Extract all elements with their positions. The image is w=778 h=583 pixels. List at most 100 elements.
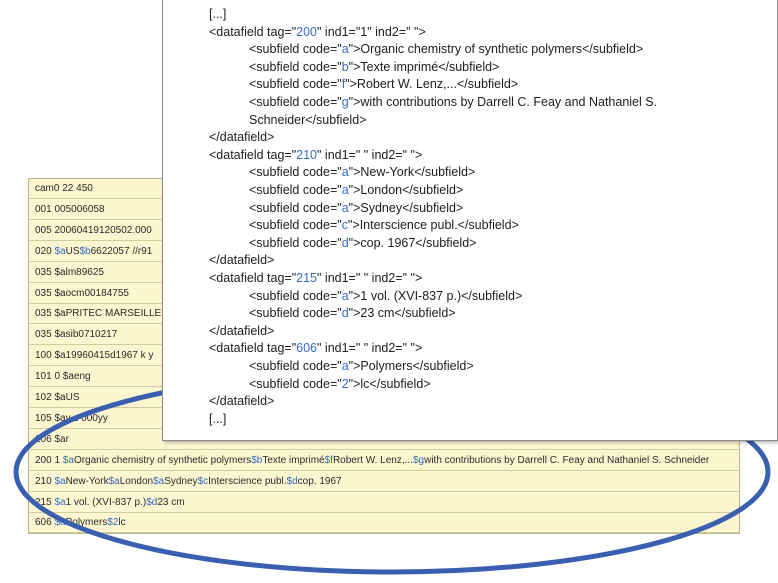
- marc-text: 215: [35, 496, 55, 508]
- xml-line: <datafield tag="606" ind1=" " ind2=" ">: [209, 340, 422, 356]
- xml-text: </datafield>: [209, 394, 275, 409]
- marc-subfield-code: $b: [79, 245, 91, 257]
- marc-subfield-code: $c: [197, 475, 209, 487]
- marc-text: eng: [73, 371, 91, 383]
- marc-text: 23 cm: [157, 496, 185, 508]
- marc-subfield-code: $d: [146, 496, 158, 508]
- marc-text: lm89625: [65, 266, 104, 278]
- marc-text: London: [119, 475, 154, 487]
- xml-text: ">lc</subfield>: [348, 376, 431, 391]
- marc-text: 606: [35, 517, 55, 529]
- marc-text: 210: [35, 475, 55, 487]
- marc-text: 106: [35, 433, 55, 445]
- marc-text: $a: [54, 329, 66, 341]
- marc-text: Organic chemistry of synthetic polymers: [73, 454, 252, 466]
- xml-text: ">1 vol. (XVI-837 p.)</subfield>: [348, 288, 523, 303]
- xml-line: </datafield>: [209, 393, 274, 409]
- xml-line: <subfield code="g">with contributions by…: [249, 94, 657, 110]
- xml-line: <subfield code="c">Interscience publ.</s…: [249, 217, 519, 233]
- marc-text: 020: [35, 245, 55, 257]
- marc-text: 19960415d1967 k y: [65, 350, 154, 362]
- marc-text: 1 vol. (XVI-837 p.): [65, 496, 147, 508]
- xml-text: " ind1="1" ind2=" ">: [317, 24, 426, 39]
- marc-text: $a: [54, 392, 66, 403]
- marc-row: 606 $aPolymers$2lc: [29, 513, 739, 534]
- marc-text: lc: [118, 517, 126, 529]
- xml-text: ">23 cm</subfield>: [348, 306, 456, 321]
- xml-value-highlight: a: [341, 359, 349, 373]
- marc-text: 101 0: [35, 371, 63, 383]
- xml-text: <subfield code=": [249, 288, 342, 303]
- marc-text: $a: [54, 350, 66, 362]
- xml-value-highlight: a: [341, 200, 349, 215]
- xml-line: [...]: [209, 6, 226, 22]
- xml-text: [...]: [209, 7, 227, 21]
- xml-text: <subfield code=": [249, 359, 342, 373]
- xml-text: ">Organic chemistry of synthetic polymer…: [348, 42, 644, 57]
- xml-value-highlight: d: [341, 306, 349, 321]
- xml-text: <subfield code=": [249, 306, 342, 321]
- marc-text: Texte imprimé: [262, 454, 325, 466]
- marc-text: Sydney: [164, 475, 198, 487]
- xml-text: <subfield code=": [249, 235, 342, 250]
- marc-text: $a: [62, 371, 74, 383]
- marc-subfield-code: $g: [412, 454, 425, 466]
- marc-text: Polymers: [65, 517, 108, 529]
- marc-subfield-code: $a: [54, 496, 66, 508]
- xml-text: <datafield tag=": [209, 341, 297, 356]
- xml-text: ">Polymers</subfield>: [348, 359, 474, 373]
- marc-text: $a: [54, 412, 66, 424]
- marc-text: 035: [35, 287, 55, 299]
- xml-text: Schneider</subfield>: [249, 112, 367, 127]
- marc-text: with contributions by Darrell C. Feay an…: [424, 454, 710, 466]
- marc-subfield-code: $a: [54, 475, 66, 487]
- xml-value-highlight: 2: [341, 376, 349, 391]
- xml-text: <subfield code=": [249, 183, 342, 197]
- marc-subfield-code: $b: [251, 454, 263, 466]
- xml-value-highlight: b: [341, 59, 349, 74]
- marc-text: $a: [54, 308, 66, 320]
- marc-text: r: [65, 433, 69, 445]
- xml-value-highlight: 606: [296, 341, 318, 356]
- xml-line: <subfield code="d">cop. 1967</subfield>: [249, 235, 476, 251]
- xml-value-highlight: d: [341, 235, 349, 250]
- xml-line: </datafield>: [209, 323, 274, 339]
- xml-text: <subfield code=": [249, 200, 342, 215]
- xml-text: ">Texte imprimé</subfield>: [348, 59, 500, 74]
- marc-text: y z 000yy: [65, 412, 108, 424]
- xml-text: <datafield tag=": [209, 24, 297, 39]
- xml-line: <datafield tag="200" ind1="1" ind2=" ">: [209, 24, 426, 40]
- marc-text: 100: [35, 350, 55, 362]
- marc-text: cop. 1967: [297, 475, 342, 487]
- marc-text: cam0 22 450: [35, 183, 93, 194]
- marc-row: 200 1 $aOrganic chemistry of synthetic p…: [29, 451, 739, 471]
- xml-value-highlight: g: [341, 95, 349, 109]
- marc-text: Interscience publ.: [208, 475, 287, 487]
- marc-text: ocm00184755: [65, 287, 129, 299]
- xml-text: <subfield code=": [249, 218, 342, 233]
- marc-text: 035: [35, 329, 55, 341]
- marc-text: sib0710217: [65, 329, 118, 341]
- xml-value-highlight: 200: [296, 24, 318, 39]
- xml-line: <subfield code="b">Texte imprimé</subfie…: [249, 59, 499, 75]
- xml-text: [...]: [209, 411, 227, 426]
- xml-text: ">Sydney</subfield>: [348, 200, 464, 215]
- xml-text: </datafield>: [209, 130, 275, 145]
- xml-value-highlight: a: [341, 42, 349, 57]
- xml-text: </datafield>: [209, 323, 275, 338]
- marc-text: 200 1: [35, 454, 63, 466]
- xml-line: <subfield code="f">Robert W. Lenz,...</s…: [249, 76, 518, 92]
- xml-text: <datafield tag=": [209, 271, 297, 285]
- xml-line: <subfield code="a">1 vol. (XVI-837 p.)</…: [249, 288, 522, 304]
- marc-subfield-code: $a: [54, 245, 66, 257]
- marc-subfield-code: $a: [108, 475, 120, 487]
- marc-text: US: [65, 392, 80, 403]
- marc-text: New-York: [65, 475, 109, 487]
- marcxml-panel: [...]<datafield tag="200" ind1="1" ind2=…: [162, 0, 778, 441]
- marc-text: 6622057 //r91: [90, 245, 153, 257]
- xml-line: <subfield code="a">Sydney</subfield>: [249, 200, 463, 216]
- xml-line: </datafield>: [209, 252, 274, 268]
- marc-subfield-code: $a: [153, 475, 165, 487]
- xml-text: <subfield code=": [249, 42, 342, 57]
- marc-text: 035: [35, 308, 55, 320]
